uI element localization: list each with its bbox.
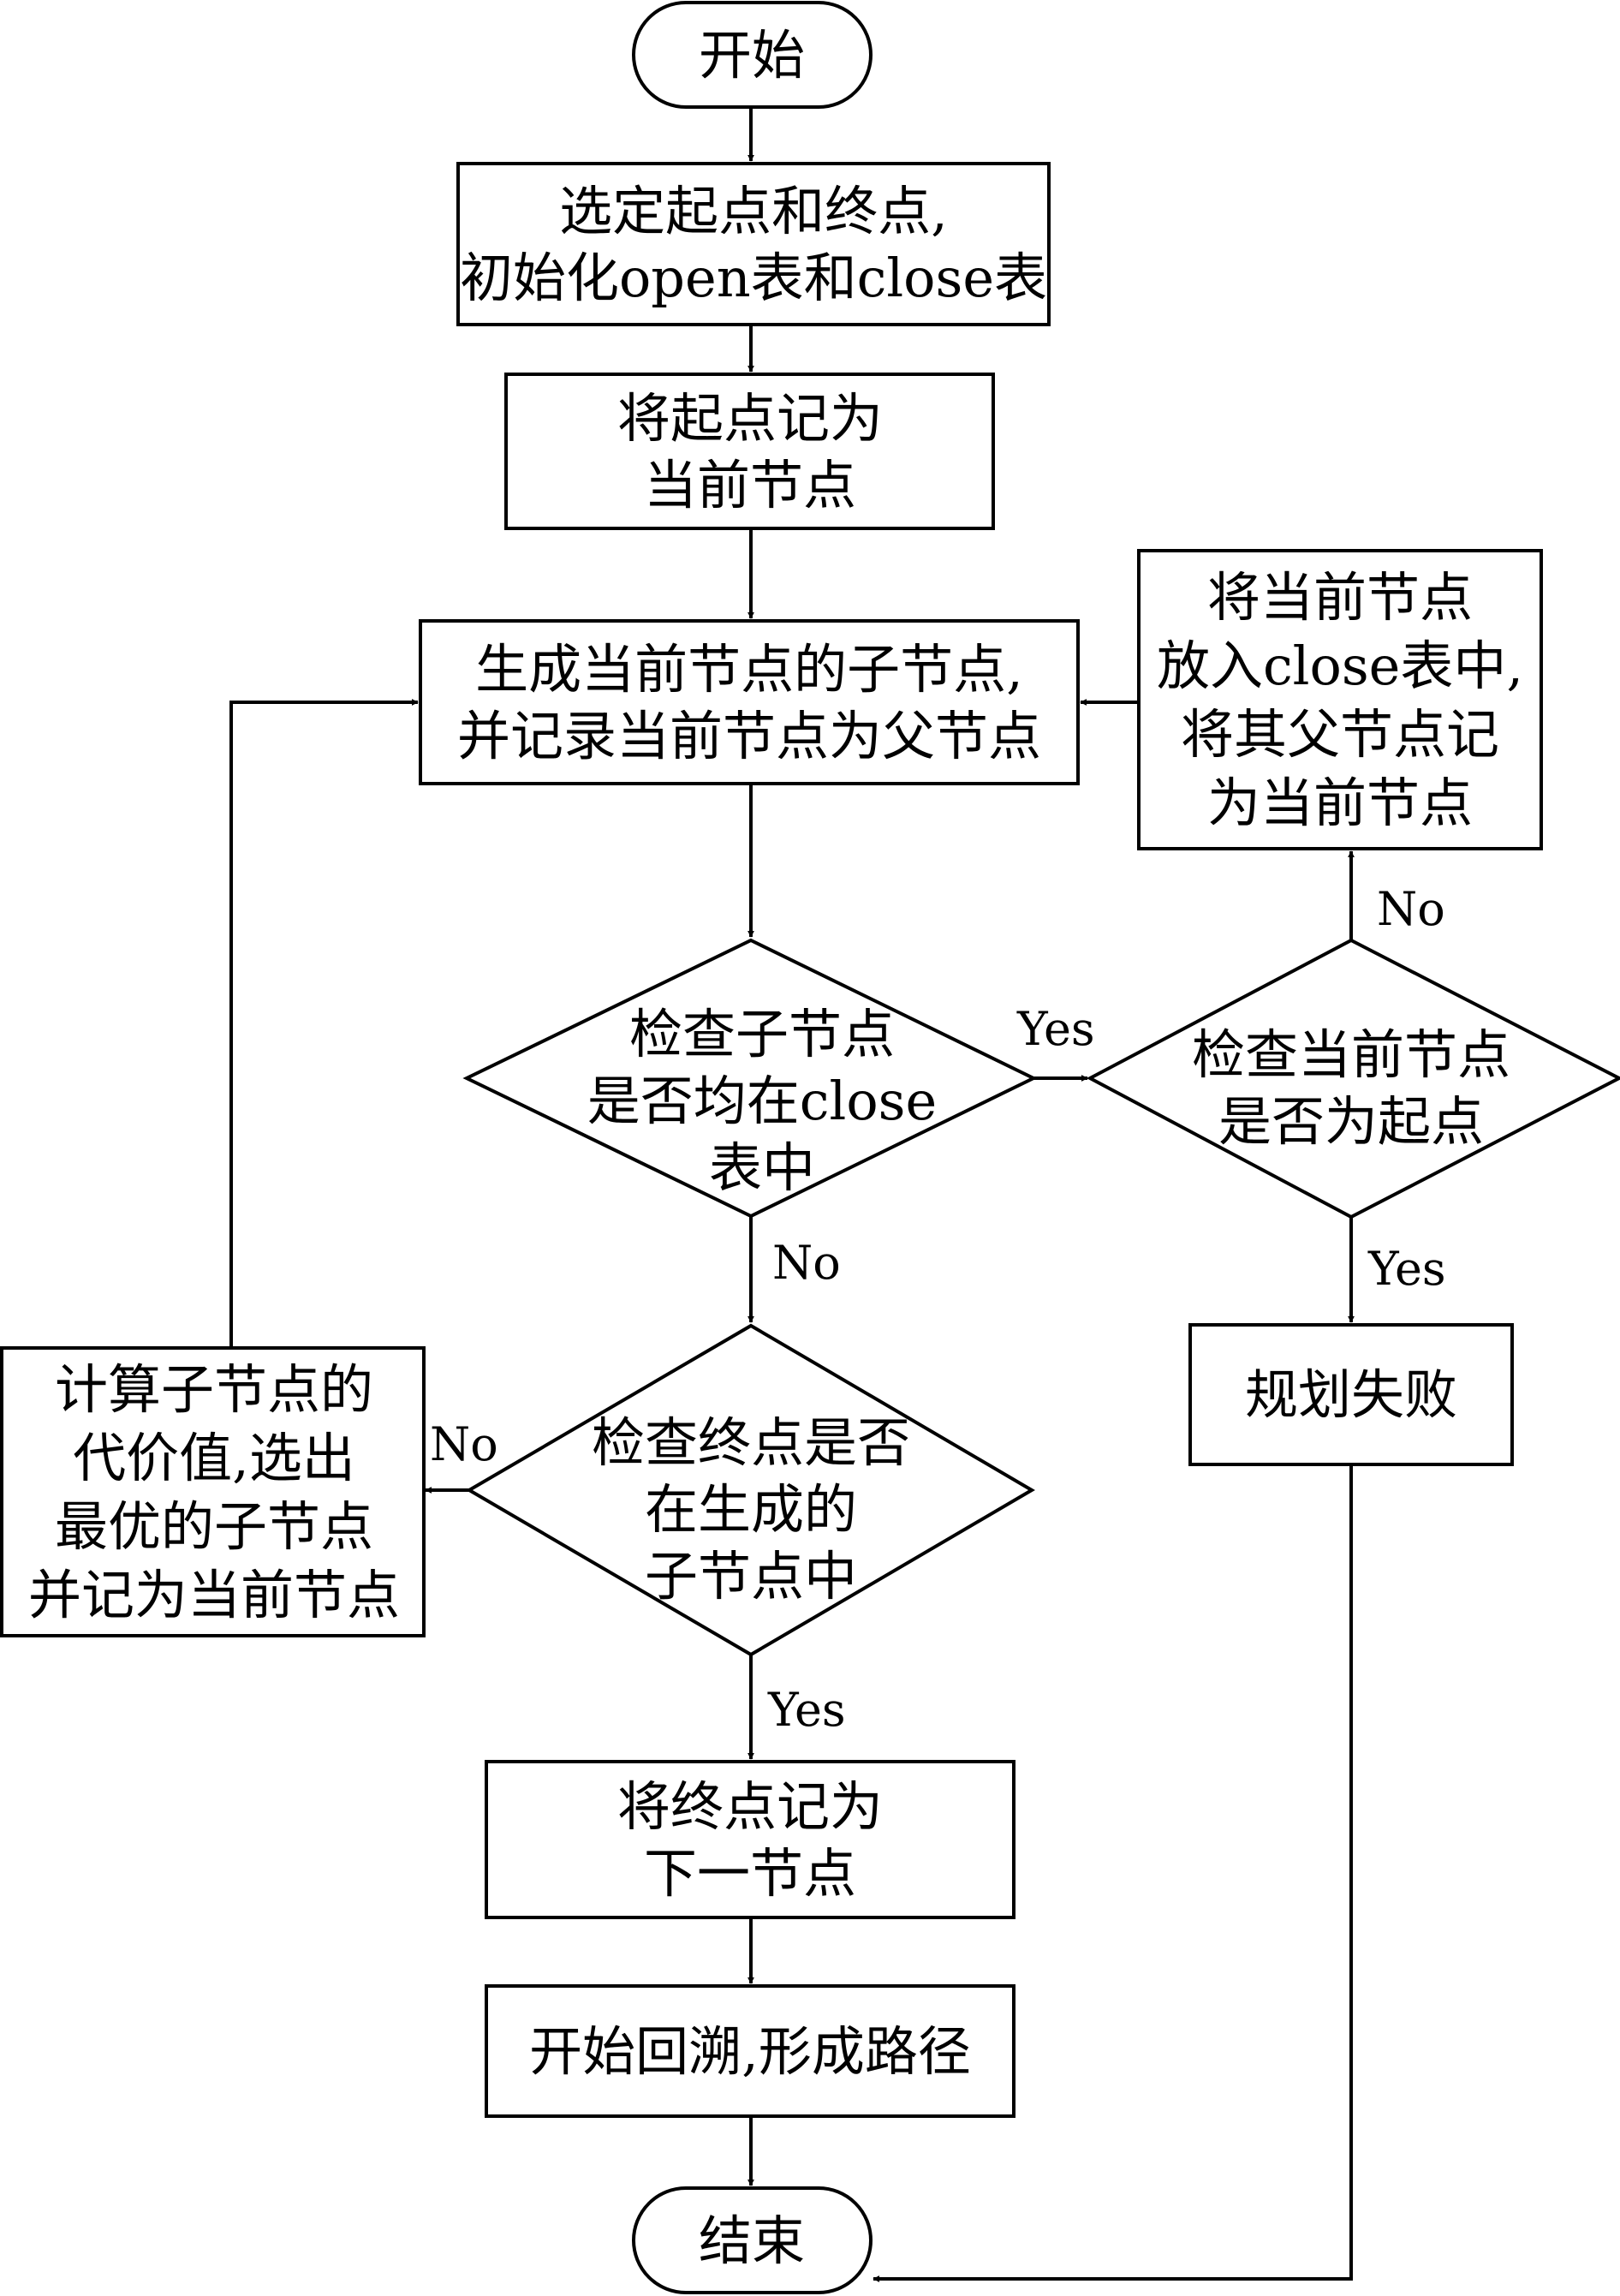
init-process-box — [456, 162, 1051, 326]
node-label-fail: 规划失败 — [1245, 1363, 1457, 1426]
node-label-line: 开始 — [699, 24, 805, 86]
generate-process-box — [419, 619, 1080, 785]
node-label-line: 最优的子节点 — [55, 1495, 373, 1558]
node-label-line: 代价值,选出 — [73, 1427, 355, 1489]
node-label-line: 检查当前节点 — [1192, 1023, 1510, 1086]
node-label-line: 下一节点 — [644, 1842, 856, 1905]
compute-cost-process-box — [0, 1346, 426, 1637]
node-label-backtrack-parent: 将当前节点放入close表中,将其父节点记为当前节点 — [1157, 566, 1523, 834]
check-goal-decision — [466, 1323, 1035, 1657]
node-label-line: 表中 — [709, 1136, 815, 1199]
node-form-path: 开始回溯,形成路径 — [485, 1984, 1015, 2118]
node-label-end: 结束 — [699, 2210, 805, 2272]
node-label-line: 在生成的 — [645, 1478, 857, 1541]
node-label-line: 初始化open表和close表 — [460, 247, 1047, 309]
node-label-line: 放入close表中, — [1157, 635, 1523, 697]
set-goal-next-process-box — [485, 1760, 1015, 1919]
edge-label-goal-yes: Yes — [767, 1683, 846, 1737]
node-label-line: 结束 — [699, 2210, 805, 2272]
node-label-check-goal: 检查终点是否在生成的子节点中 — [592, 1411, 910, 1607]
node-label-line: 是否为起点 — [1218, 1090, 1484, 1153]
node-fail: 规划失败 — [1188, 1323, 1514, 1466]
edge-label-goal-no: No — [430, 1417, 498, 1471]
node-label-set-current: 将起点记为当前节点 — [617, 387, 883, 516]
edge-label-start-no: No — [1377, 882, 1445, 936]
edge-compute-cost-to-generate — [229, 699, 419, 1346]
node-label-line: 并记录当前节点为父节点 — [457, 705, 1041, 767]
node-check-goal: 检查终点是否在生成的子节点中 — [466, 1323, 1035, 1657]
node-backtrack-parent: 将当前节点放入close表中,将其父节点记为当前节点 — [1137, 549, 1543, 850]
edge-fail-to-end — [873, 1466, 1353, 2282]
edge-label-closed-no: No — [772, 1236, 841, 1290]
node-label-line: 选定起点和终点, — [559, 180, 948, 242]
node-init: 选定起点和终点,初始化open表和close表 — [456, 162, 1051, 326]
end-terminal-shape — [632, 2186, 873, 2294]
node-label-line: 将起点记为 — [617, 387, 883, 450]
node-label-line: 并记为当前节点 — [28, 1564, 400, 1626]
node-label-line: 将终点记为 — [617, 1775, 883, 1838]
node-label-generate: 生成当前节点的子节点,并记录当前节点为父节点 — [457, 638, 1041, 767]
backtrack-parent-process-box — [1137, 549, 1543, 850]
node-check-start: 检查当前节点是否为起点 — [1086, 938, 1620, 1220]
node-label-line: 生成当前节点的子节点, — [475, 638, 1023, 701]
form-path-process-box — [485, 1984, 1015, 2118]
fail-process-box — [1188, 1323, 1514, 1466]
node-label-line: 将当前节点 — [1207, 566, 1473, 629]
node-label-start: 开始 — [699, 24, 805, 86]
node-label-line: 当前节点 — [644, 454, 856, 516]
start-terminal-shape — [632, 1, 873, 109]
edge-label-start-yes: Yes — [1367, 1242, 1446, 1296]
node-label-line: 子节点中 — [645, 1545, 857, 1607]
set-current-process-box — [504, 373, 995, 530]
node-label-line: 是否均在close — [587, 1070, 937, 1132]
node-label-check-start: 检查当前节点是否为起点 — [1192, 1023, 1510, 1153]
node-label-form-path: 开始回溯,形成路径 — [529, 2020, 971, 2083]
node-label-line: 将其父节点记 — [1181, 703, 1499, 766]
node-label-line: 规划失败 — [1245, 1363, 1457, 1426]
node-set-goal-next: 将终点记为下一节点 — [485, 1760, 1015, 1919]
node-label-compute-cost: 计算子节点的代价值,选出最优的子节点并记为当前节点 — [28, 1358, 400, 1626]
node-label-line: 检查子节点 — [629, 1003, 895, 1065]
node-label-line: 计算子节点的 — [55, 1358, 373, 1421]
node-label-init: 选定起点和终点,初始化open表和close表 — [460, 180, 1047, 309]
node-generate: 生成当前节点的子节点,并记录当前节点为父节点 — [419, 619, 1080, 785]
node-compute-cost: 计算子节点的代价值,选出最优的子节点并记为当前节点 — [0, 1346, 426, 1637]
check-start-decision — [1086, 938, 1620, 1220]
node-label-line: 开始回溯,形成路径 — [529, 2020, 971, 2083]
node-label-line: 检查终点是否 — [592, 1411, 910, 1474]
node-start: 开始 — [632, 1, 873, 109]
edge-label-closed-yes: Yes — [1016, 1002, 1095, 1056]
check-closed-decision — [462, 938, 1038, 1219]
node-label-set-goal-next: 将终点记为下一节点 — [617, 1775, 883, 1905]
node-label-line: 为当前节点 — [1207, 772, 1473, 834]
node-end: 结束 — [632, 2186, 873, 2294]
node-set-current: 将起点记为当前节点 — [504, 373, 995, 530]
